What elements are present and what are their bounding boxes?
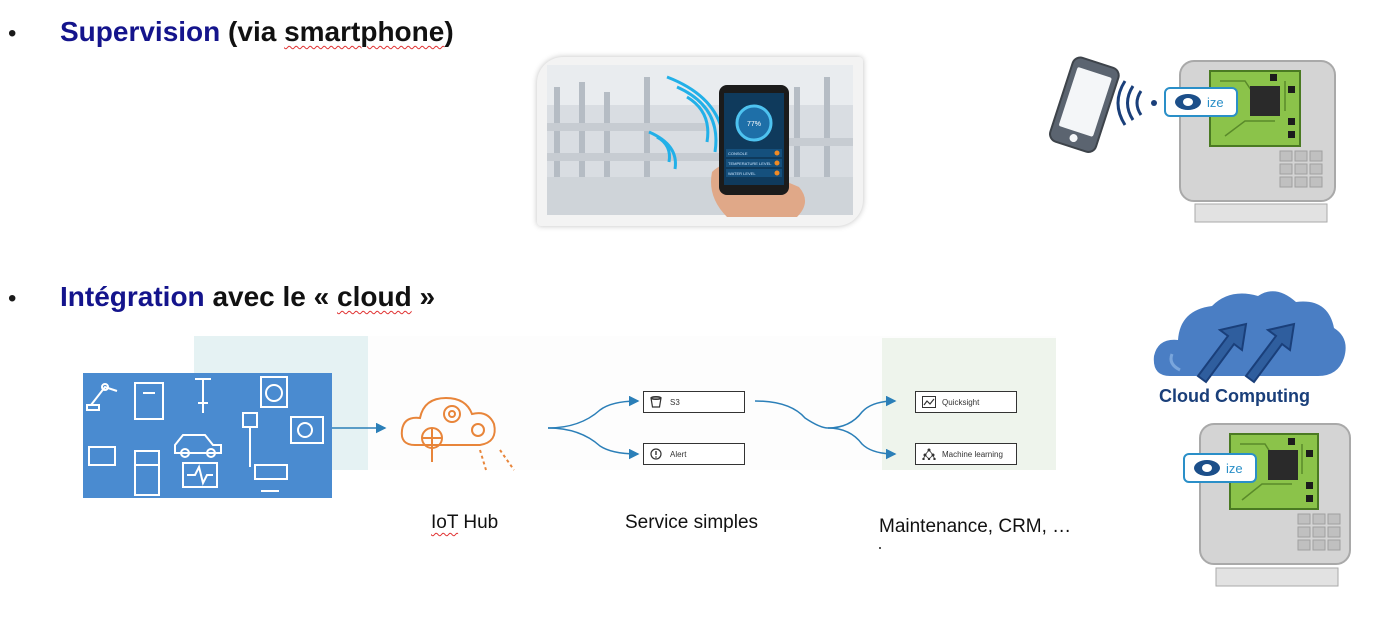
service-machine-learning: Machine learning (915, 443, 1017, 465)
caption-iot: IoT (431, 512, 459, 533)
caption-hub: Hub (458, 512, 499, 533)
phone-row-label: TEMPERATURE LEVEL (728, 161, 772, 166)
network-icon (922, 448, 936, 461)
service-quicksight-label: Quicksight (942, 397, 980, 407)
heading-supervision: Supervision (via smartphone) (60, 16, 454, 48)
bullet-symbol: • (8, 20, 17, 47)
stray-dot (879, 547, 881, 549)
heading-highlight: Intégration (60, 281, 205, 312)
cloud-computing-label: Cloud Computing (1159, 386, 1310, 406)
photo-illustration: 77% CONSOLE TEMPERATURE LEVEL WATER LEVE… (547, 65, 853, 217)
service-s3-label: S3 (670, 397, 680, 407)
service-alert: Alert (643, 443, 745, 465)
service-s3: S3 (643, 391, 745, 413)
cloud-icon (1153, 291, 1346, 384)
cloud-computing-illustration (1150, 284, 1350, 389)
ize-badge-text: ize (1226, 461, 1243, 476)
cloud-device-graphic: ize (1183, 423, 1351, 587)
heading-word: smartphone (284, 16, 445, 47)
iot-devices-icons (86, 376, 324, 496)
iot-devices-panel (83, 373, 332, 498)
phone-device-graphic: ize (1049, 56, 1336, 223)
caption-service-simples: Service simples (625, 512, 759, 533)
bucket-icon (650, 396, 662, 408)
service-alert-label: Alert (670, 449, 687, 459)
service-quicksight: Quicksight (915, 391, 1017, 413)
chart-icon (922, 396, 936, 408)
phone-row-label: CONSOLE (728, 151, 748, 156)
alert-icon (650, 448, 662, 460)
cloud-device-illustration: ize (1180, 420, 1360, 597)
smartphone-supervision-photo: 77% CONSOLE TEMPERATURE LEVEL WATER LEVE… (537, 57, 863, 226)
bullet-symbol: • (8, 285, 17, 312)
heading-text-end: ) (444, 16, 454, 47)
phone-gauge-value: 77% (747, 121, 761, 128)
caption-maintenance: Maintenance, CRM, … (879, 516, 1072, 537)
heading-text: (via (220, 16, 285, 47)
phone-row-label: WATER LEVEL (728, 171, 756, 176)
heading-highlight: Supervision (60, 16, 221, 47)
caption-iot-hub: IoT Hub (431, 512, 498, 534)
heading-word: cloud (337, 281, 412, 312)
ize-badge-text: ize (1207, 95, 1224, 110)
service-ml-label: Machine learning (942, 449, 1003, 459)
heading-text-end: » (411, 281, 436, 312)
heading-integration: Intégration avec le « cloud » (60, 281, 435, 313)
heading-text: avec le « (204, 281, 338, 312)
phone-to-device-illustration: ize (1045, 56, 1345, 236)
